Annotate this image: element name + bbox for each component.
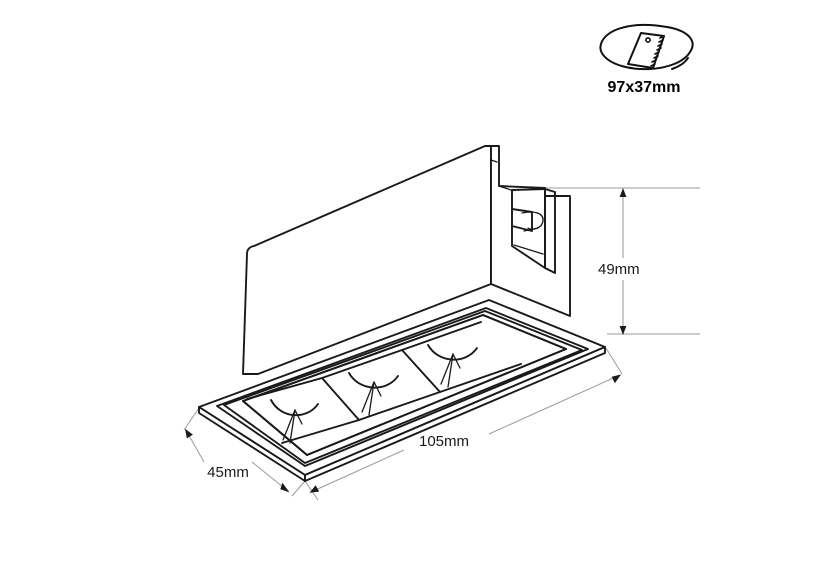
cell-divider-2	[401, 349, 441, 393]
beam-lines-3	[440, 353, 461, 388]
bezel-inner-step	[216, 307, 589, 467]
length-dimension-line	[309, 374, 621, 493]
led-cell-group	[246, 321, 522, 444]
dimension-lines-group	[183, 187, 700, 501]
led-cell-2	[321, 349, 441, 421]
downlight-assembly	[198, 145, 606, 482]
bezel-flange-edge-right	[304, 346, 606, 482]
cutout-size-label: 97x37mm	[608, 79, 681, 96]
bezel-inner-step-2	[223, 310, 583, 464]
height-dimension-line	[619, 188, 627, 335]
beam-lines-1	[282, 409, 303, 444]
led-cell-3	[401, 321, 522, 393]
spring-clip	[511, 188, 556, 274]
height-dimension-label: 49mm	[598, 261, 640, 278]
cell-divider-1	[321, 377, 360, 421]
width-dimension-line	[185, 428, 290, 493]
housing-back-panel	[242, 145, 492, 375]
width-dimension-label: 45mm	[207, 464, 249, 481]
led-cell-1	[246, 377, 360, 444]
beam-lines-2	[361, 381, 382, 416]
length-dimension-label: 105mm	[419, 433, 469, 450]
ceiling-cutout-icon	[599, 23, 694, 71]
